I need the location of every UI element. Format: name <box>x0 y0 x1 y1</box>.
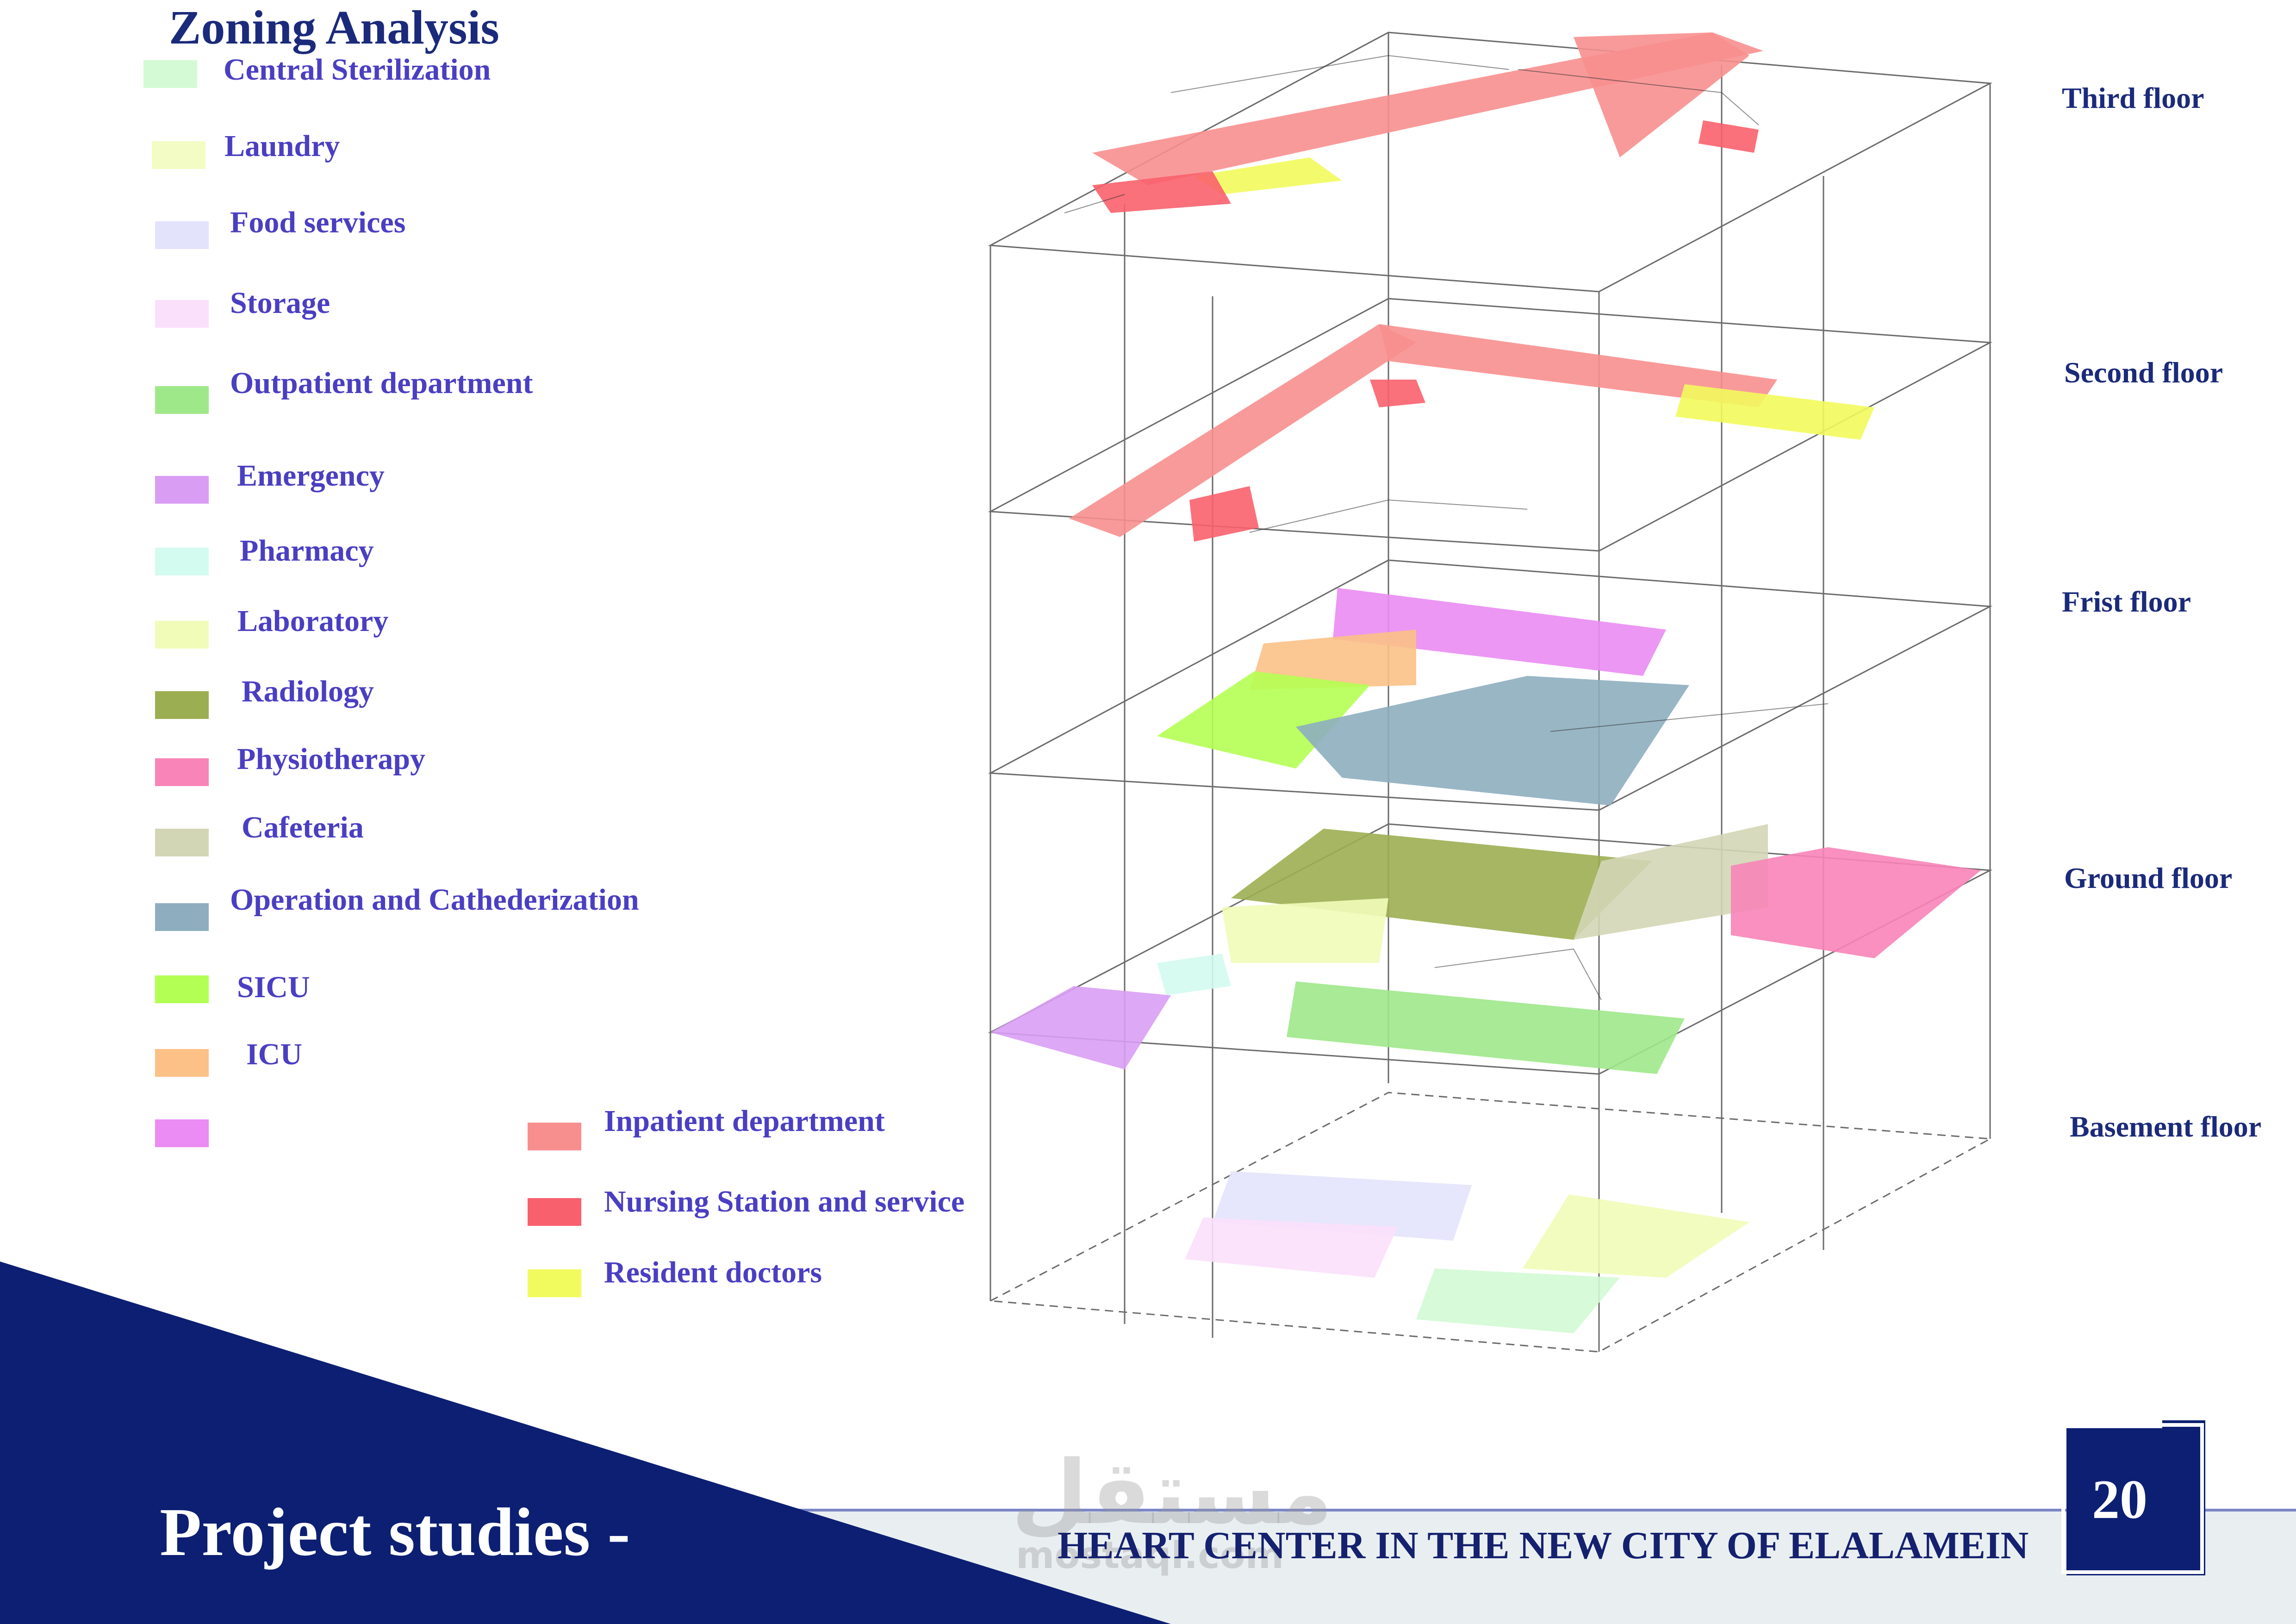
footer-project-title: HEART CENTER IN THE NEW CITY OF ELALAMEI… <box>1058 1524 2029 1567</box>
legend-swatch <box>155 221 209 249</box>
legend-swatch <box>155 386 209 414</box>
legend-swatch <box>155 621 209 649</box>
ground-floor-zones <box>990 824 1981 1074</box>
legend-swatch <box>143 60 197 88</box>
third-floor-zones <box>1092 32 1763 213</box>
legend-label: Physiotherapy <box>237 742 426 776</box>
legend-label: Food services <box>230 206 406 239</box>
legend-swatch <box>155 758 209 786</box>
legend-label: Radiology <box>242 675 374 708</box>
legend-swatch <box>528 1198 581 1226</box>
page-number: 20 <box>2092 1468 2147 1530</box>
floor-label-second: Second floor <box>2064 356 2223 389</box>
legend-swatch <box>155 476 209 504</box>
legend-label: Resident doctors <box>604 1255 822 1289</box>
legend-label: Laboratory <box>237 604 389 638</box>
legend-label: ICU <box>246 1037 303 1071</box>
legend-label: SICU <box>237 970 310 1004</box>
legend-label: Operation and Cathederization <box>230 883 639 917</box>
legend-label: Cafeteria <box>242 811 364 844</box>
legend-swatch <box>155 1049 209 1077</box>
legend-swatch <box>155 1119 209 1147</box>
legend-label: Emergency <box>237 459 385 493</box>
watermark-latin: mostaql.com <box>1016 1534 1284 1577</box>
basement-zones <box>1185 1171 1749 1333</box>
legend-label: Pharmacy <box>240 534 374 568</box>
legend-label: Nursing Station and service <box>604 1185 965 1218</box>
legend-label: Central Sterilization <box>224 53 491 87</box>
legend-swatch <box>528 1269 581 1297</box>
legend-swatch <box>155 300 209 328</box>
legend-swatch <box>155 903 209 931</box>
exploded-floor-diagram <box>988 31 1993 1353</box>
floor-label-first: Frist floor <box>2062 585 2191 618</box>
legend-swatch <box>155 829 209 856</box>
legend-label: Outpatient department <box>230 366 533 400</box>
legend-swatch <box>528 1123 581 1150</box>
watermark-arabic: مستقل <box>1011 1442 1333 1544</box>
legend-label: Laundry <box>224 129 340 163</box>
floor-label-basement: Basement floor <box>2070 1110 2262 1143</box>
floor-label-third: Third floor <box>2062 81 2204 114</box>
page-title: Zoning Analysis <box>169 1 499 54</box>
legend-swatch <box>155 975 209 1003</box>
floor-label-ground: Ground floor <box>2064 862 2233 894</box>
legend-label: Inpatient department <box>604 1104 885 1138</box>
watermark: مستقل mostaql.com <box>1011 1449 1333 1574</box>
footer-section-title: Project studies - <box>160 1494 630 1570</box>
legend-swatch <box>155 691 209 719</box>
legend-label: Storage <box>230 286 330 320</box>
legend-swatch <box>155 548 209 575</box>
second-floor-zones <box>1069 324 1874 542</box>
first-floor-zones <box>1157 588 1689 806</box>
legend-swatch <box>152 141 205 169</box>
